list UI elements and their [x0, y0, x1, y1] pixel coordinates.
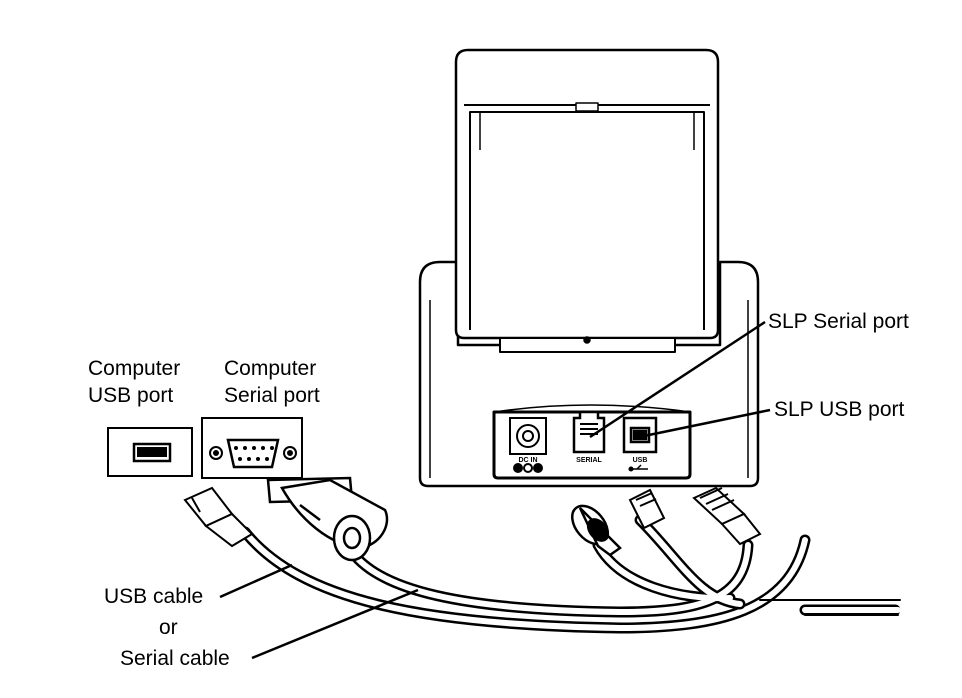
usb-symbol-icon — [628, 464, 648, 472]
usb-cable-label: USB cable — [104, 585, 203, 608]
cables — [239, 514, 901, 634]
callout-lines — [219, 320, 771, 660]
computer-serial-port-label-line2: Serial port — [224, 384, 320, 407]
computer-usb-port — [107, 427, 193, 477]
usb-mark: USB — [633, 457, 648, 464]
computer-usb-port-label-line1: Computer — [88, 357, 180, 380]
computer-usb-port-label-line2: USB port — [88, 384, 173, 407]
slp-serial-port-label: SLP Serial port — [768, 310, 909, 333]
or-label: or — [159, 616, 178, 639]
computer-serial-port-label-line1: Computer — [224, 357, 316, 380]
dc-in-jack — [509, 417, 547, 473]
computer-serial-port — [201, 417, 303, 479]
serial-cable-label: Serial cable — [120, 647, 230, 670]
usb-b-plug — [692, 486, 762, 546]
dc-power-plug — [571, 504, 622, 557]
dc-in-mark: DC IN — [518, 457, 537, 464]
slp-usb-port-label: SLP USB port — [774, 398, 905, 421]
db9-plug — [266, 476, 389, 562]
serial-mark: SERIAL — [576, 457, 602, 464]
slp-serial-port — [572, 410, 606, 454]
rj-plug — [628, 488, 666, 530]
printer-cover — [454, 48, 720, 340]
cover-screw — [583, 336, 591, 344]
usb-a-plug — [183, 486, 254, 548]
